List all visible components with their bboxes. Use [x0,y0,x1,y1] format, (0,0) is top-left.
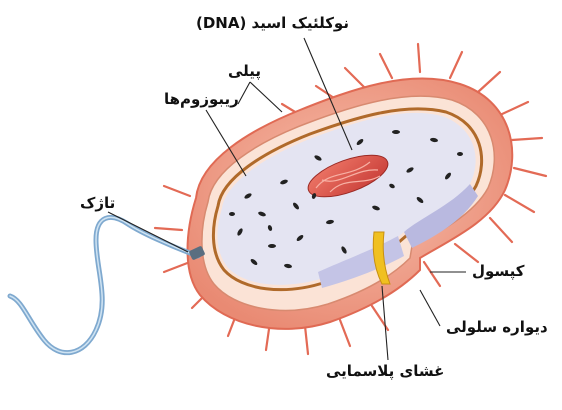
label-plasma-membrane: غشای پلاسمایی [326,364,444,379]
leader-pili-2 [238,82,250,104]
label-pili: پیلی [228,64,261,79]
label-capsule: کپسول [472,264,525,279]
leader-flagellum [108,212,188,252]
flagellum [10,217,205,352]
label-dna: نوکلئیک اسید (DNA) [196,16,349,31]
label-ribosomes: ریبوزوم‌ها [164,92,239,107]
label-flagellum: تاژک [80,196,115,211]
leader-cell-wall [420,290,440,326]
label-cell-wall: دیواره سلولی [446,320,548,335]
leader-pili-1 [250,82,282,112]
